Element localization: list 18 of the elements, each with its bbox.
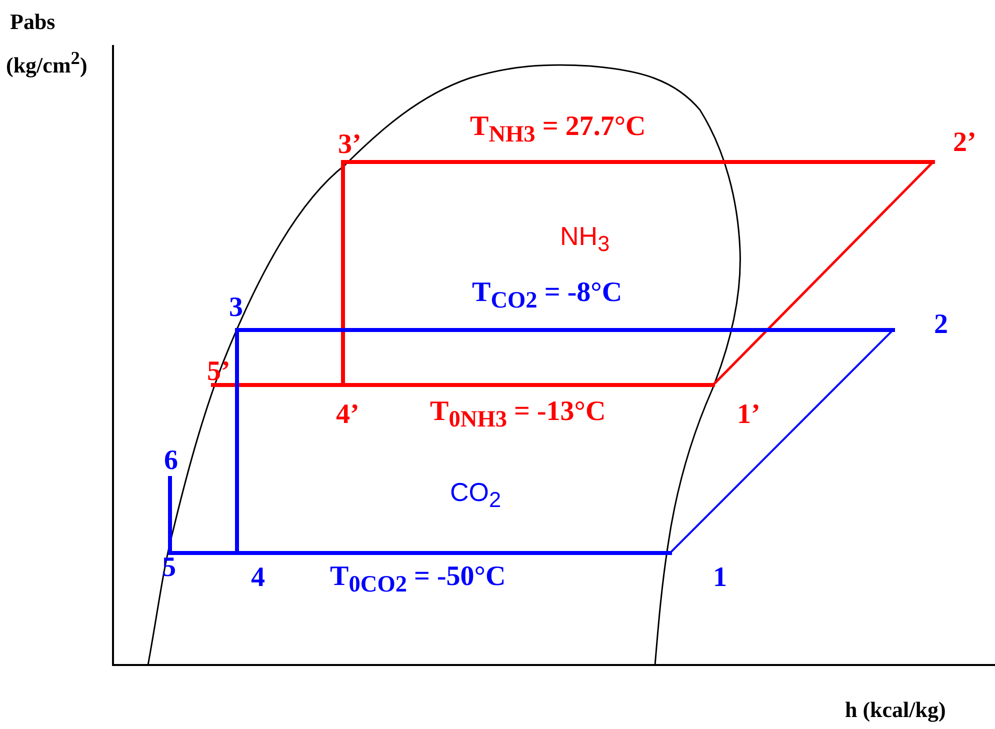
state-point-label: 2 [934,310,948,341]
axis-title: h (kcal/kg) [845,698,946,722]
state-point-label: 2’ [953,128,976,159]
axis-unit: (kg/cm$^{2}$) [6,48,88,78]
temperature-label: T$_{CO2}$ = -8°C [472,278,622,314]
temperature-label: T$_{NH3}$ = 27.7°C [470,112,646,148]
state-point-label: 1 [713,563,727,594]
state-point-label: 3 [229,293,243,324]
state-point-label: 6 [164,446,178,477]
state-point-label: 1’ [737,400,760,431]
refrigerant-label: CO$_{2}$ [450,478,502,512]
state-point-label: 3’ [338,130,362,161]
state-point-label: 4 [251,563,265,594]
temperature-label: T$_{0CO2}$ = -50°C [330,562,506,598]
temperature-label: T$_{0NH3}$ = -13°C [430,397,606,434]
state-point-label: 4’ [336,400,360,431]
axis-title: Pabs [10,10,56,34]
refrigerant-label: NH$_{3}$ [560,222,610,256]
